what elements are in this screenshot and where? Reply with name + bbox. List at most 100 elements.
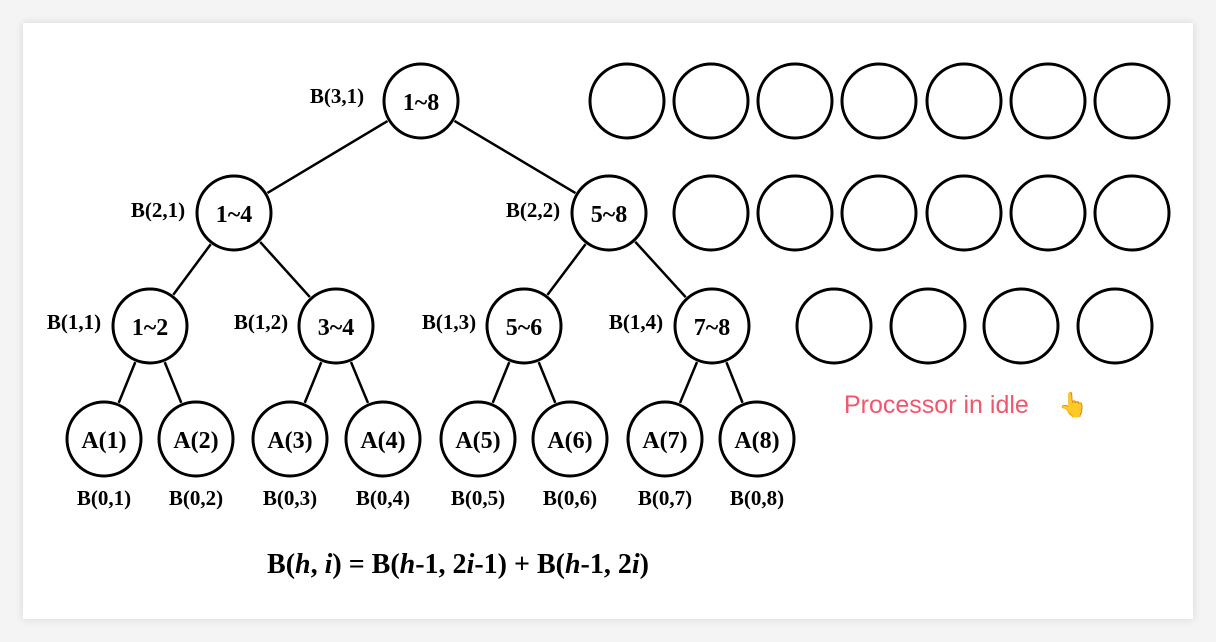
node-b-label: B(1,2): [234, 310, 288, 334]
tree-node-n78: 7~8 B(1,4): [609, 287, 751, 365]
tree-edge-n56-a5: [491, 361, 511, 404]
idle-processor-circle: [672, 62, 750, 140]
node-circle: [439, 400, 517, 478]
node-b-label: B(0,5): [451, 486, 505, 510]
idle-processor-circle: [840, 62, 918, 140]
tree-edge-n14-n34: [259, 241, 311, 298]
formula-part: ): [640, 549, 649, 580]
node-circle: [111, 287, 189, 365]
tree-node-a1: A(1) B(0,1): [65, 400, 143, 510]
node-b-label: B(0,6): [543, 486, 597, 510]
tree-edge-n12-a2: [163, 361, 183, 404]
node-range-label: A(2): [173, 428, 218, 454]
node-range-label: A(1): [81, 428, 126, 454]
recurrence-formula: B(h, i) = B(h-1, 2i-1) + B(h-1, 2i): [267, 549, 649, 580]
idle-processor-circle: [1009, 62, 1087, 140]
idle-processor-circle: [1076, 287, 1154, 365]
node-range-label: 1~4: [216, 202, 252, 228]
formula-part: i: [325, 549, 333, 580]
node-range-label: 5~8: [591, 202, 627, 228]
tree-node-n34: 3~4 B(1,2): [234, 287, 375, 365]
node-b-label: B(0,2): [169, 486, 223, 510]
node-circle: [531, 400, 609, 478]
tree-edge-n78-a7: [678, 361, 699, 404]
node-range-label: A(3): [267, 428, 312, 454]
node-range-label: A(5): [455, 428, 500, 454]
tree-node-n12: 1~2 B(1,1): [47, 287, 189, 365]
formula-part: h: [400, 549, 416, 580]
tree-edge-n38-n14: [266, 119, 389, 195]
formula-part: -1, 2: [581, 549, 632, 580]
formula-part: i: [467, 549, 475, 580]
node-circle: [485, 287, 563, 365]
tree-edge-n58-n56: [546, 243, 587, 296]
node-range-label: A(4): [360, 428, 405, 454]
formula-part: B(: [267, 549, 295, 580]
idle-processor-circle: [672, 174, 750, 252]
node-range-label: 5~6: [506, 315, 542, 341]
idle-processor-circle: [925, 174, 1003, 252]
node-b-label: B(0,8): [730, 486, 784, 510]
formula-part: i: [632, 549, 640, 580]
idle-processor-circle: [756, 174, 834, 252]
node-b-label: B(1,4): [609, 310, 663, 334]
tree-edge-n34-a4: [349, 361, 370, 404]
node-b-label: B(2,1): [131, 198, 185, 222]
node-b-label: B(0,4): [356, 486, 410, 510]
idle-processor-circle: [795, 287, 873, 365]
tree-node-n58: 5~8 B(2,2): [506, 174, 648, 252]
node-b-label: B(0,7): [638, 486, 692, 510]
tree-edge-n14-n12: [172, 243, 212, 296]
idle-processor-circle: [982, 287, 1060, 365]
node-circle: [718, 400, 796, 478]
node-b-label: B(0,1): [77, 486, 131, 510]
tree-edge-n58-n78: [634, 240, 687, 299]
node-circle: [251, 400, 329, 478]
idle-processor-circle: [840, 174, 918, 252]
tree-node-a7: A(7) B(0,7): [626, 400, 704, 510]
node-range-label: 7~8: [694, 315, 730, 341]
formula-part: ,: [311, 549, 325, 580]
node-b-label: B(0,3): [263, 486, 317, 510]
pointing-up-icon: 👆: [1058, 391, 1088, 419]
node-circle: [195, 174, 273, 252]
binary-tree-diagram: 1~8B(3,1)1~4B(2,1)5~8B(2,2)1~2B(1,1)3~4B…: [47, 62, 1171, 580]
idle-processor-circle: [925, 62, 1003, 140]
formula-part: h: [565, 549, 581, 580]
tree-edge-n12-a1: [117, 361, 137, 404]
idle-processor-circle: [1093, 174, 1171, 252]
tree-edge-n38-n58: [453, 119, 577, 195]
idle-processor-circle: [1093, 62, 1171, 140]
tree-node-a8: A(8) B(0,8): [718, 400, 796, 510]
node-range-label: A(8): [734, 428, 779, 454]
node-range-label: 1~2: [132, 315, 168, 341]
node-circle: [344, 400, 422, 478]
tree-node-n38: 1~8 B(3,1): [310, 62, 460, 140]
tree-edge-n78-a8: [725, 361, 744, 404]
tree-edge-n34-a3: [303, 361, 323, 404]
node-range-label: A(7): [642, 428, 687, 454]
node-b-label: B(2,2): [506, 198, 560, 222]
node-range-label: 3~4: [318, 315, 354, 341]
tree-node-n14: 1~4 B(2,1): [131, 174, 273, 252]
node-b-label: B(1,1): [47, 310, 101, 334]
node-circle: [157, 400, 235, 478]
formula-part: -1, 2: [415, 549, 466, 580]
idle-processor-circle: [588, 62, 666, 140]
formula-part: h: [295, 549, 311, 580]
node-circle: [626, 400, 704, 478]
node-range-label: 1~8: [403, 90, 439, 116]
tree-node-a4: A(4) B(0,4): [344, 400, 422, 510]
node-circle: [570, 174, 648, 252]
formula-part: -1) + B(: [474, 549, 565, 580]
tree-node-a2: A(2) B(0,2): [157, 400, 235, 510]
formula-part: ) = B(: [332, 549, 399, 580]
idle-processor-circle: [756, 62, 834, 140]
node-circle: [65, 400, 143, 478]
tree-node-a6: A(6)B(0,6): [531, 400, 609, 510]
node-b-label: B(1,3): [422, 310, 476, 334]
node-circle: [673, 287, 751, 365]
idle-processor-circle: [889, 287, 967, 365]
tree-node-a3: A(3) B(0,3): [251, 400, 329, 510]
node-b-label: B(3,1): [310, 84, 364, 108]
